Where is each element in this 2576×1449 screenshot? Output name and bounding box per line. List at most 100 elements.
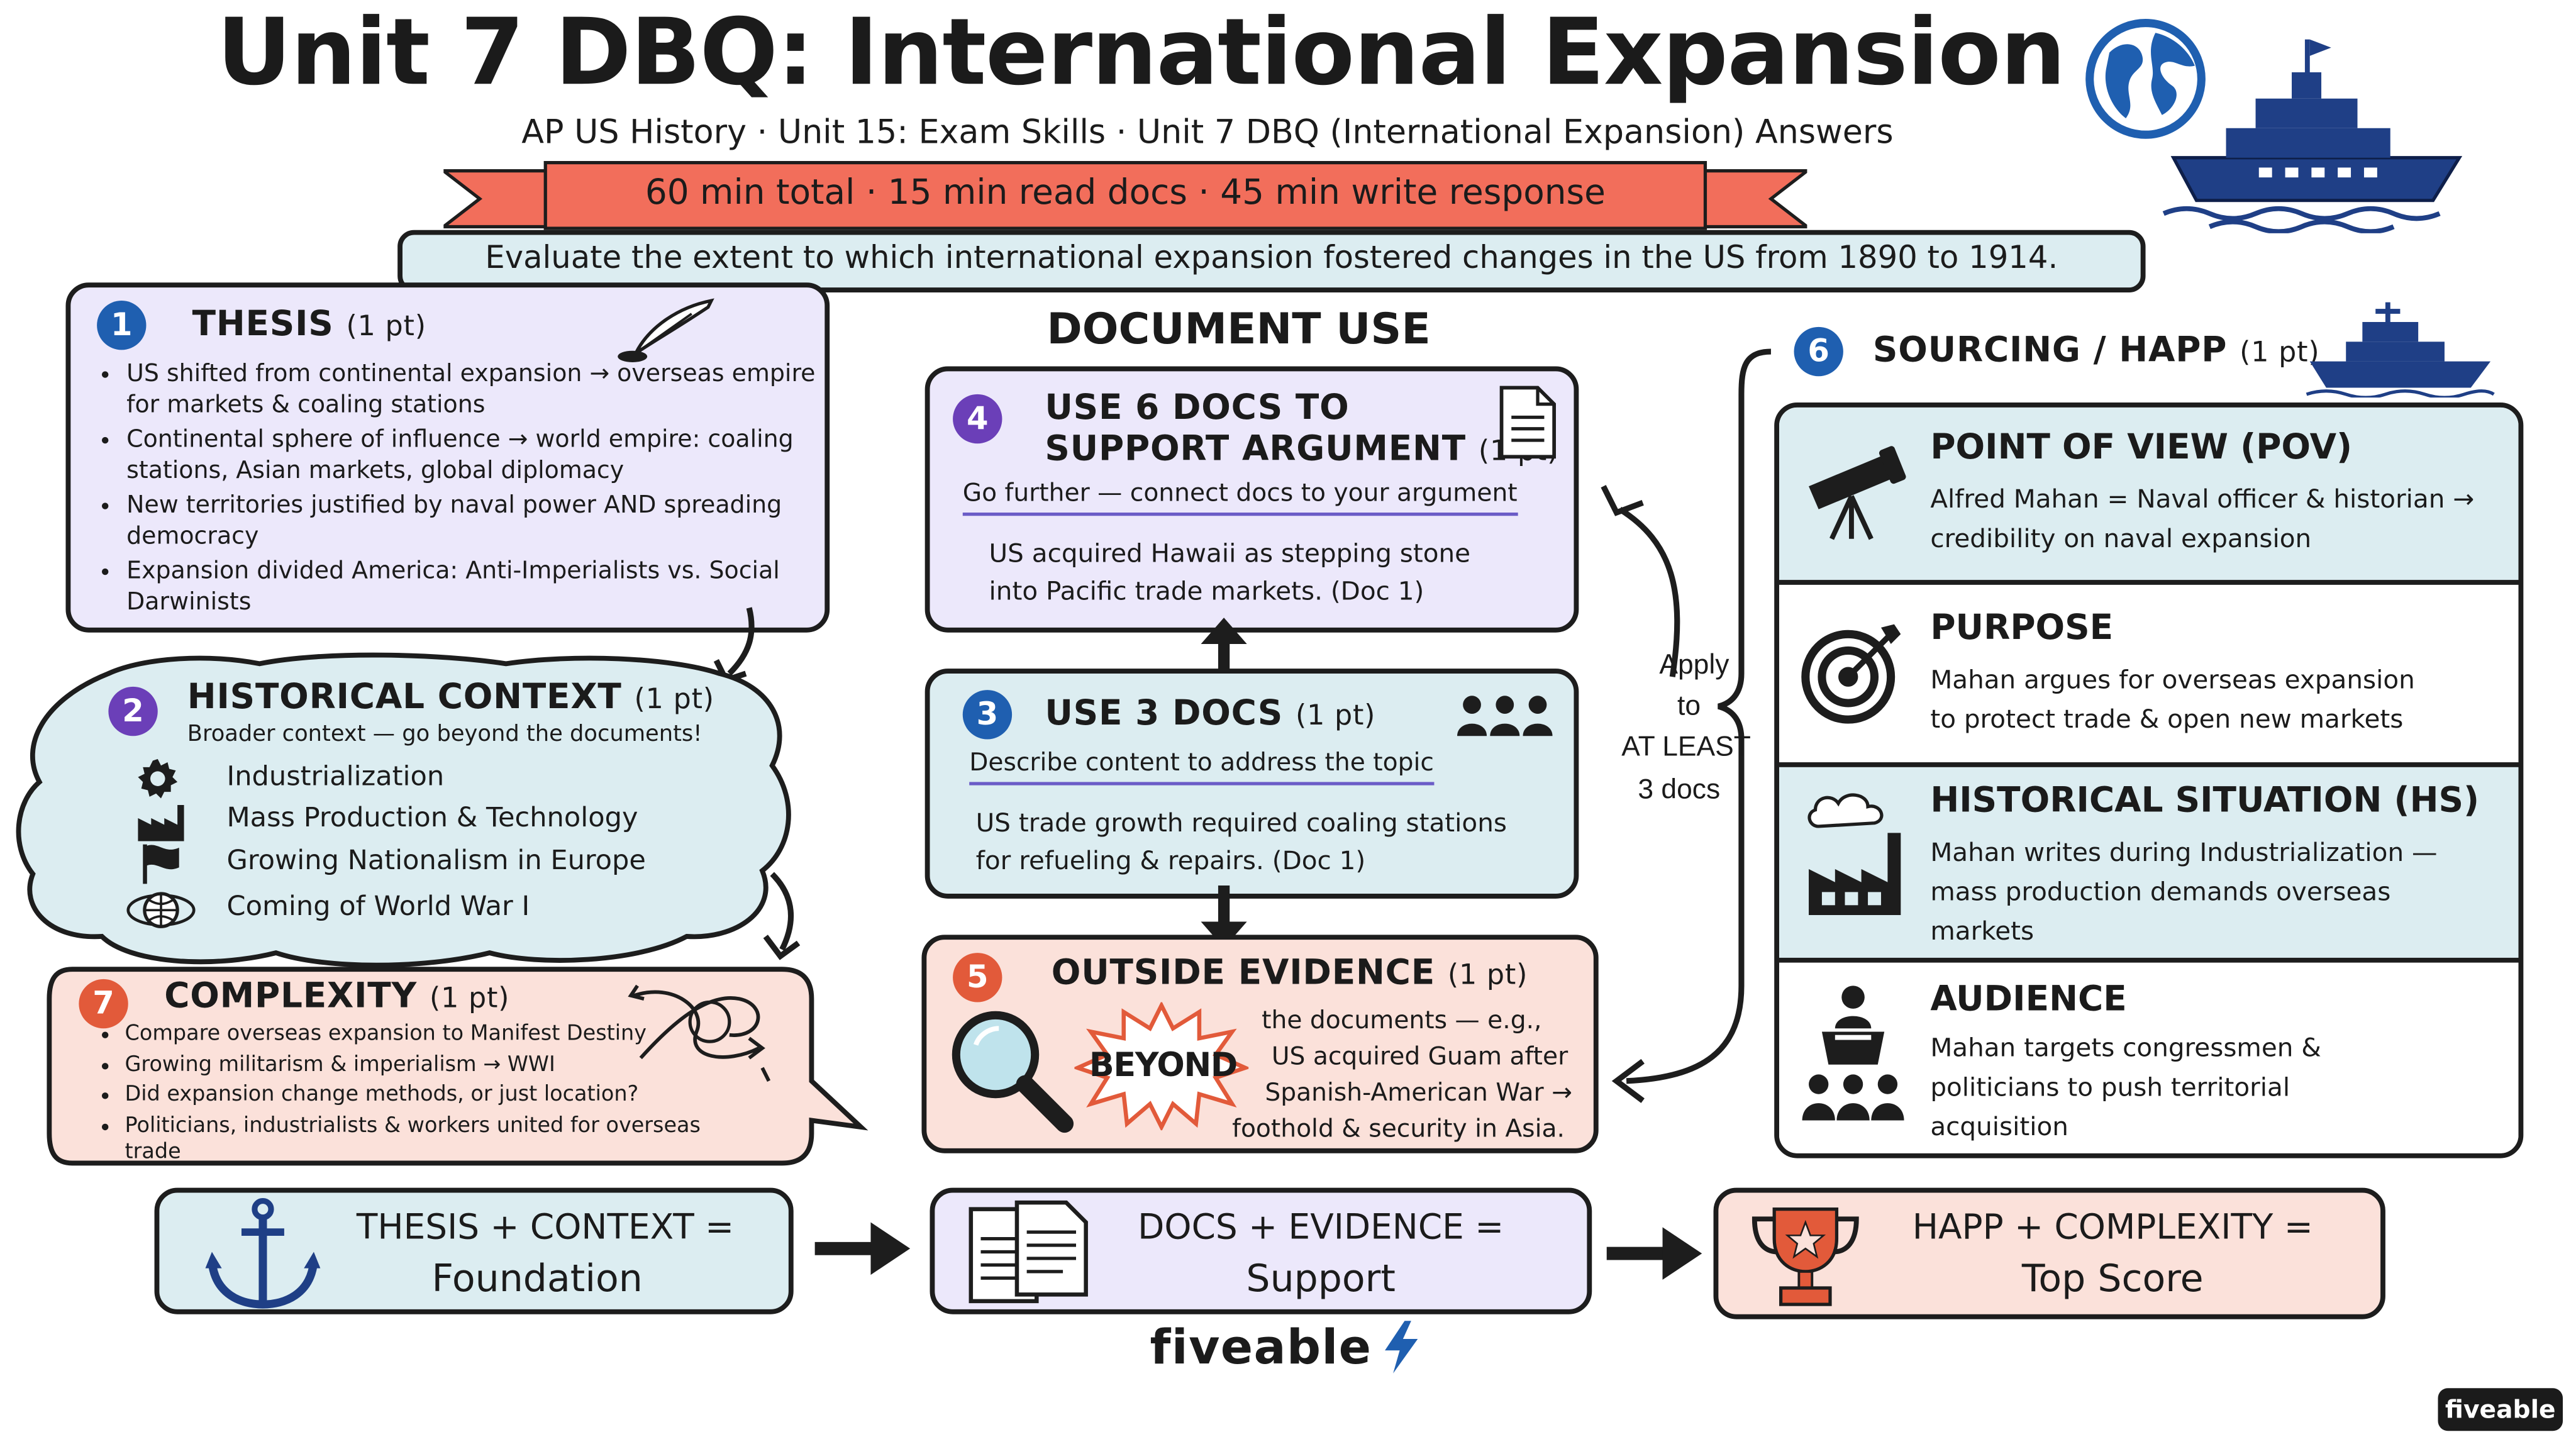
complexity-bullet: Did expansion change methods, or just lo… bbox=[125, 1082, 716, 1109]
people-icon bbox=[1457, 696, 1553, 736]
arrow-right-icon bbox=[814, 1222, 911, 1275]
apply-line: to bbox=[1677, 690, 1701, 721]
happ-audience-section: AUDIENCE Mahan targets congressmen & pol… bbox=[1779, 962, 2519, 1153]
apply-line: 3 docs bbox=[1638, 774, 1721, 805]
outside-line: US acquired Guam after bbox=[1271, 1041, 1568, 1072]
happ-audience-line: Mahan targets congressmen & bbox=[1930, 1033, 2321, 1063]
happ-hs-line: mass production demands overseas bbox=[1930, 877, 2391, 907]
happ-audience-title: AUDIENCE bbox=[1930, 979, 2127, 1019]
happ-pov-title: POINT OF VIEW (POV) bbox=[1930, 427, 2353, 467]
magnifier-icon bbox=[952, 1011, 1074, 1133]
complexity-title: COMPLEXITY (1 pt) bbox=[164, 975, 510, 1016]
complexity-bullet: Growing militarism & imperialism → WWI bbox=[125, 1052, 716, 1079]
flow-support-line1: DOCS + EVIDENCE = bbox=[1138, 1207, 1504, 1247]
outside-line: foothold & security in Asia. bbox=[1232, 1114, 1565, 1144]
context-subtitle: Broader context — go beyond the document… bbox=[187, 721, 702, 748]
page-subtitle: AP US History · Unit 15: Exam Skills · U… bbox=[521, 111, 1894, 152]
fiveable-logo: fiveable bbox=[1150, 1319, 1424, 1375]
thesis-bullet: New territories justified by naval power… bbox=[126, 491, 849, 553]
fiveable-corner-badge: fiveable bbox=[2438, 1388, 2563, 1431]
context-item: Growing Nationalism in Europe bbox=[226, 844, 646, 876]
thesis-title: THESIS (1 pt) bbox=[192, 304, 426, 343]
use3-card: 3 USE 3 DOCS (1 pt) Describe content to … bbox=[924, 669, 1579, 899]
use3-example: for refueling & repairs. (Doc 1) bbox=[975, 846, 1366, 876]
happ-pov-line: credibility on naval expansion bbox=[1930, 524, 2312, 554]
prompt-bar bbox=[397, 230, 2146, 292]
happ-pov-section: POINT OF VIEW (POV) Alfred Mahan = Naval… bbox=[1779, 407, 2519, 585]
document-use-heading: DOCUMENT USE bbox=[1046, 305, 1431, 355]
complexity-bullet: Politicians, industrialists & workers un… bbox=[125, 1113, 716, 1167]
thesis-card: 1 THESIS (1 pt) US shifted from continen… bbox=[65, 282, 830, 633]
context-title: HISTORICAL CONTEXT (1 pt) bbox=[187, 677, 714, 716]
flow-foundation-line2: Foundation bbox=[431, 1258, 643, 1301]
thesis-bullet: Expansion divided America: Anti-Imperial… bbox=[126, 557, 849, 619]
happ-purpose-line: Mahan argues for overseas expansion bbox=[1930, 665, 2415, 695]
arrow-right-icon bbox=[1606, 1227, 1702, 1280]
use3-subtitle: Describe content to address the topic bbox=[969, 746, 1434, 786]
outside-number: 5 bbox=[953, 953, 1002, 1002]
context-cloud bbox=[16, 652, 791, 968]
audience-icon bbox=[1802, 985, 1904, 1121]
happ-hs-title: HISTORICAL SITUATION (HS) bbox=[1930, 780, 2480, 820]
apply-line: AT LEAST bbox=[1621, 731, 1751, 763]
anchor-icon bbox=[205, 1197, 321, 1309]
arrow-icon bbox=[763, 872, 801, 960]
outside-line: Spanish-American War → bbox=[1265, 1077, 1572, 1108]
thesis-list: US shifted from continental expansion → … bbox=[100, 360, 849, 623]
timing-ribbon bbox=[443, 160, 1807, 230]
happ-audience-line: politicians to push territorial bbox=[1930, 1072, 2290, 1102]
happ-audience-line: acquisition bbox=[1930, 1112, 2068, 1142]
context-number: 2 bbox=[108, 686, 158, 736]
flow-top-score-line2: Top Score bbox=[2021, 1258, 2204, 1301]
happ-purpose-title: PURPOSE bbox=[1930, 608, 2114, 648]
flow-foundation-line1: THESIS + CONTEXT = bbox=[356, 1207, 735, 1247]
apply-line: Apply bbox=[1659, 648, 1729, 680]
page-title: Unit 7 DBQ: International Expansion bbox=[216, 0, 2066, 107]
timing-text: 60 min total · 15 min read docs · 45 min… bbox=[645, 172, 1606, 212]
thesis-number: 1 bbox=[97, 301, 147, 350]
complexity-number: 7 bbox=[79, 979, 128, 1029]
happ-purpose-line: to protect trade & open new markets bbox=[1930, 704, 2404, 735]
use6-title-line2: SUPPORT ARGUMENT (1 pt) bbox=[1045, 428, 1558, 469]
outside-evidence-card: 5 OUTSIDE EVIDENCE (1 pt) BEYOND the doc… bbox=[921, 935, 1599, 1153]
happ-number: 6 bbox=[1794, 326, 1843, 377]
quill-icon bbox=[618, 298, 714, 362]
battleship-icon bbox=[2306, 302, 2495, 398]
lightning-icon bbox=[1385, 1321, 1418, 1374]
factory-icon bbox=[1807, 793, 1901, 915]
happ-panel: POINT OF VIEW (POV) Alfred Mahan = Naval… bbox=[1774, 402, 2524, 1158]
use6-subtitle: Go further — connect docs to your argume… bbox=[962, 477, 1518, 516]
happ-hs-line: Mahan writes during Industrialization — bbox=[1930, 838, 2438, 868]
happ-hs-section: HISTORICAL SITUATION (HS) Mahan writes d… bbox=[1779, 767, 2519, 963]
document-icon bbox=[1499, 386, 1557, 459]
factory-icon bbox=[138, 804, 184, 841]
use3-example: US trade growth required coaling station… bbox=[975, 808, 1507, 838]
globe-icon bbox=[126, 892, 196, 928]
context-item: Coming of World War I bbox=[226, 890, 530, 922]
flow-foundation-card: THESIS + CONTEXT = Foundation bbox=[154, 1187, 794, 1314]
flow-top-score-card: HAPP + COMPLEXITY = Top Score bbox=[1713, 1187, 2385, 1319]
happ-hs-line: markets bbox=[1930, 916, 2035, 947]
happ-title: SOURCING / HAPP (1 pt) bbox=[1872, 330, 2320, 370]
target-icon bbox=[1801, 624, 1901, 724]
flow-top-score-line1: HAPP + COMPLEXITY = bbox=[1912, 1207, 2313, 1247]
use6-title-line1: USE 6 DOCS TO bbox=[1045, 387, 1350, 428]
use3-title: USE 3 DOCS (1 pt) bbox=[1045, 693, 1376, 733]
use6-card: 4 USE 6 DOCS TO SUPPORT ARGUMENT (1 pt) … bbox=[924, 366, 1579, 633]
use6-example: into Pacific trade markets. (Doc 1) bbox=[989, 576, 1424, 606]
context-item: Industrialization bbox=[226, 760, 445, 792]
tangled-arrows-icon bbox=[628, 984, 771, 1082]
flow-support-line2: Support bbox=[1246, 1258, 1396, 1301]
documents-icon bbox=[969, 1200, 1088, 1304]
fiveable-logo-text: fiveable bbox=[1150, 1319, 1372, 1375]
use6-number: 4 bbox=[953, 394, 1002, 444]
battleship-icon bbox=[2162, 39, 2463, 233]
telescope-icon bbox=[1809, 446, 1906, 540]
use6-example: US acquired Hawaii as stepping stone bbox=[989, 538, 1471, 569]
outside-title: OUTSIDE EVIDENCE (1 pt) bbox=[1051, 953, 1528, 992]
thesis-bullet: US shifted from continental expansion → … bbox=[126, 360, 849, 422]
flag-icon bbox=[143, 844, 179, 884]
beyond-burst bbox=[1074, 1002, 1249, 1131]
complexity-bullet: Compare overseas expansion to Manifest D… bbox=[125, 1022, 716, 1049]
